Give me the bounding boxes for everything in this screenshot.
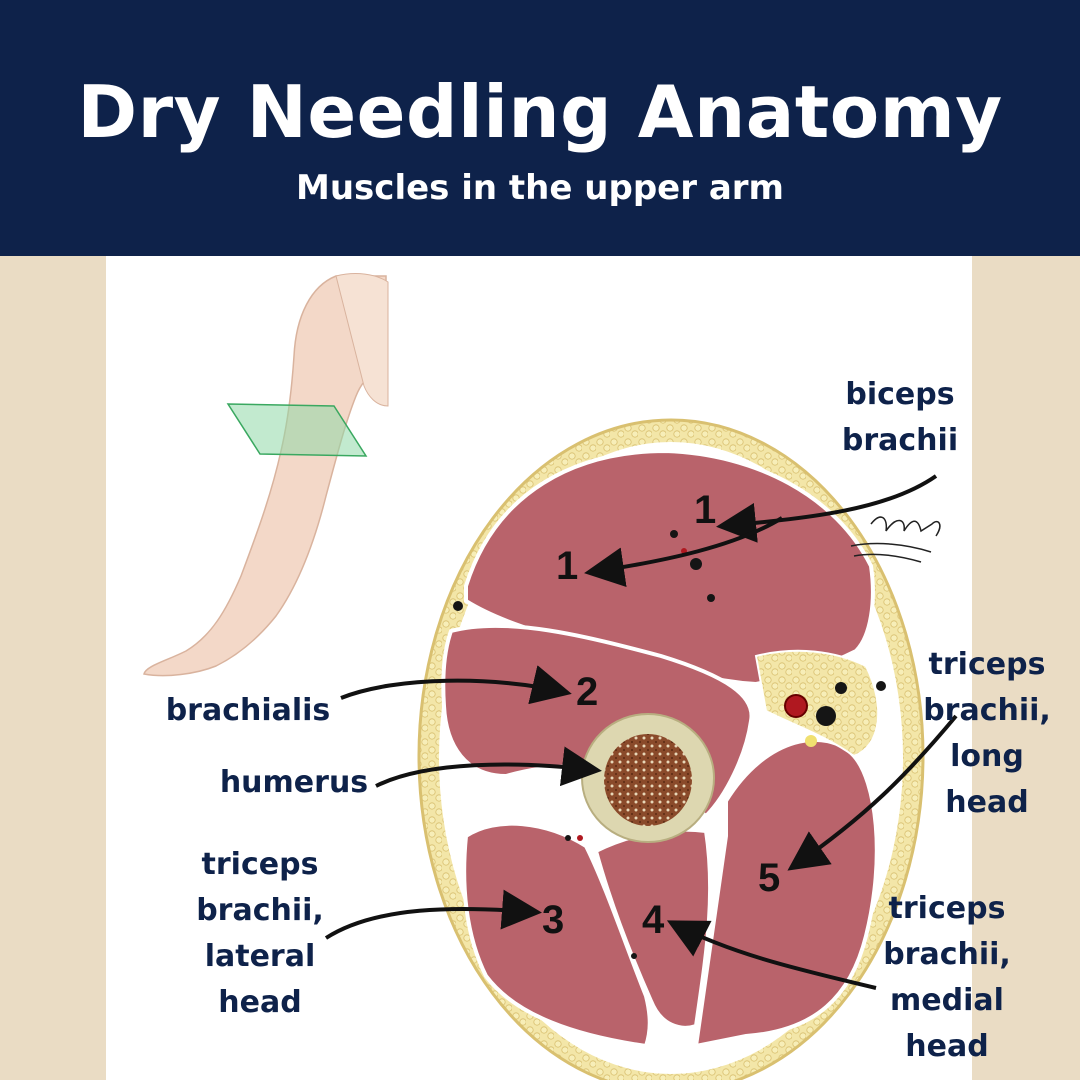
arrow-biceps-2 bbox=[584, 516, 784, 588]
label-line: lateral bbox=[204, 939, 316, 974]
vein bbox=[816, 706, 836, 726]
label-line: brachii, bbox=[196, 893, 324, 928]
label-triceps-lateral-head: triceps brachii, lateral head bbox=[182, 842, 338, 1026]
label-biceps-brachii: biceps brachii bbox=[822, 372, 978, 464]
arrow-humerus bbox=[375, 746, 602, 788]
label-line: triceps bbox=[888, 891, 1006, 926]
header-banner: Dry Needling Anatomy Muscles in the uppe… bbox=[0, 0, 1080, 256]
anatomy-illustration bbox=[143, 273, 958, 1080]
arrow-triceps-long bbox=[787, 714, 958, 871]
vessel bbox=[690, 558, 702, 570]
illustration-panel: 1 1 2 3 4 5 bbox=[106, 256, 972, 1080]
vessel bbox=[707, 594, 715, 602]
label-triceps-long-head: triceps brachii, long head bbox=[912, 642, 1062, 826]
chest-shoulder bbox=[335, 273, 389, 407]
page-title: Dry Needling Anatomy bbox=[77, 70, 1003, 154]
artist-signature bbox=[850, 516, 941, 563]
label-line: head bbox=[905, 1029, 989, 1064]
label-line: brachii, bbox=[923, 693, 1051, 728]
vessel bbox=[453, 601, 463, 611]
arrow-triceps-medial bbox=[666, 920, 877, 990]
triceps-lateral-head bbox=[462, 821, 652, 1049]
vessel bbox=[876, 681, 886, 691]
vessel bbox=[670, 530, 678, 538]
label-line: brachii, bbox=[883, 937, 1011, 972]
label-humerus: humerus bbox=[212, 760, 376, 806]
page-subtitle: Muscles in the upper arm bbox=[296, 168, 784, 208]
number-medial-head: 4 bbox=[642, 898, 665, 942]
arrow-biceps bbox=[716, 474, 938, 543]
neurovascular-fat bbox=[754, 649, 880, 758]
vessel bbox=[631, 953, 637, 959]
cross-section-plane bbox=[226, 403, 368, 457]
label-brachialis: brachialis bbox=[158, 688, 338, 734]
vessel bbox=[577, 835, 583, 841]
triceps-long-head bbox=[693, 737, 879, 1049]
label-line: head bbox=[945, 785, 1029, 820]
label-line: head bbox=[218, 985, 302, 1020]
nerve bbox=[805, 735, 817, 747]
arrow-triceps-lateral bbox=[324, 889, 542, 940]
number-brachialis: 2 bbox=[576, 670, 599, 714]
label-triceps-medial-head: triceps brachii, medial head bbox=[872, 886, 1022, 1070]
label-line: long bbox=[950, 739, 1024, 774]
label-line: brachii bbox=[841, 423, 959, 458]
artery bbox=[784, 694, 808, 718]
arm-illustration bbox=[143, 273, 389, 677]
label-line: triceps bbox=[928, 647, 1046, 682]
number-lateral-head: 3 bbox=[542, 898, 565, 942]
number-biceps-b: 1 bbox=[556, 544, 579, 588]
label-line: triceps bbox=[201, 847, 319, 882]
arm-cross-section bbox=[417, 418, 925, 1080]
vein bbox=[835, 682, 847, 694]
label-line: brachialis bbox=[165, 693, 331, 728]
label-line: biceps bbox=[845, 377, 955, 412]
number-biceps-a: 1 bbox=[694, 488, 717, 532]
arrow-brachialis bbox=[340, 665, 572, 705]
pointer-arrows bbox=[324, 474, 958, 990]
vessel bbox=[565, 835, 571, 841]
arm-silhouette bbox=[143, 275, 387, 677]
label-line: humerus bbox=[219, 765, 369, 800]
label-line: medial bbox=[890, 983, 1004, 1018]
humerus-marrow bbox=[604, 734, 692, 826]
number-long-head: 5 bbox=[758, 856, 781, 900]
